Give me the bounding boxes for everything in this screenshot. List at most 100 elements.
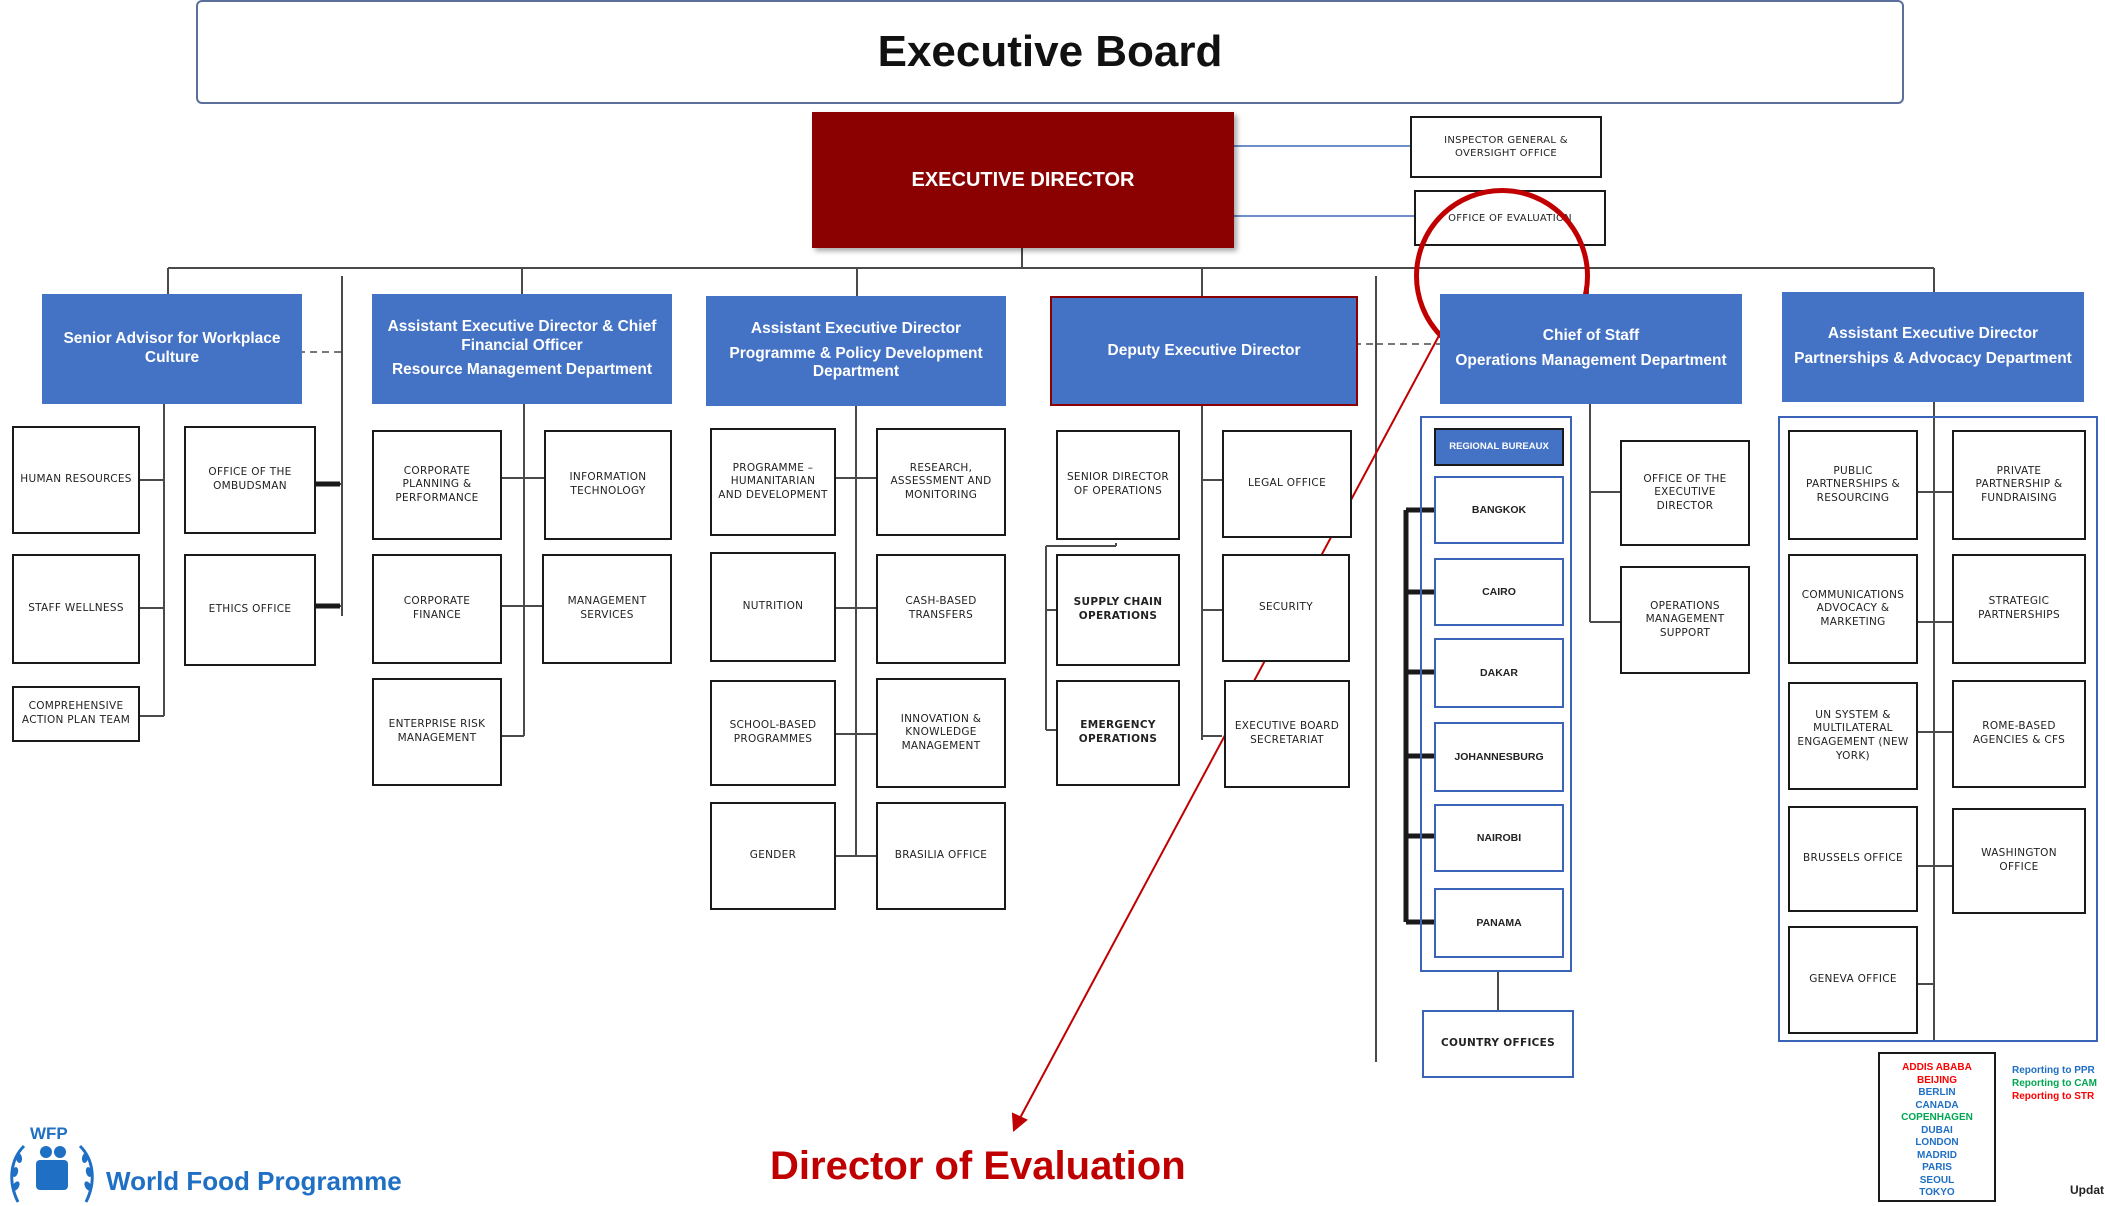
unit-label: UN SYSTEM & MULTILATERAL ENGAGEMENT (NEW… xyxy=(1797,708,1909,762)
inspector-general-label: INSPECTOR GENERAL & OVERSIGHT OFFICE xyxy=(1444,135,1568,159)
unit-nutrition: NUTRITION xyxy=(710,552,836,662)
liaison-offices-list: ADDIS ABABA BEIJING BERLIN CANADA COPENH… xyxy=(1878,1052,1996,1202)
unit-label: INFORMATION TECHNOLOGY xyxy=(569,471,647,497)
wfp-logo: WFP World Food Programme xyxy=(0,1124,402,1204)
bureau-cairo: CAIRO xyxy=(1434,558,1564,626)
unit-brussels-office: BRUSSELS OFFICE xyxy=(1788,806,1918,912)
unit-label: OFFICE OF THE EXECUTIVE DIRECTOR xyxy=(1643,472,1727,512)
head-workplace-culture: Senior Advisor for Workplace Culture xyxy=(42,294,302,404)
unit-brasilia-office: BRASILIA OFFICE xyxy=(876,802,1006,910)
wfp-abbreviation: WFP xyxy=(30,1124,68,1143)
head-deputy-executive-director: Deputy Executive Director xyxy=(1050,296,1358,406)
head-resource-management: Assistant Executive Director & Chief Fin… xyxy=(372,294,672,404)
partnerships-container xyxy=(1778,416,2098,1042)
unit-label: RESEARCH, ASSESSMENT AND MONITORING xyxy=(890,461,992,501)
unit-label: SENIOR DIRECTOR OF OPERATIONS xyxy=(1066,471,1170,497)
unit-label: COMMUNICATIONS ADVOCACY & MARKETING xyxy=(1801,588,1905,628)
unit-label: INNOVATION & KNOWLEDGE MANAGEMENT xyxy=(900,712,982,752)
liaison-office: BERLIN xyxy=(1918,1087,1956,1098)
bureau-nairobi: NAIROBI xyxy=(1434,804,1564,872)
head-rmd-title: Assistant Executive Director & Chief Fin… xyxy=(387,317,657,354)
unit-research-assessment: RESEARCH, ASSESSMENT AND MONITORING xyxy=(876,428,1006,536)
unit-executive-board-secretariat: EXECUTIVE BOARD SECRETARIAT xyxy=(1224,680,1350,788)
regional-bureaux-title-label: REGIONAL BUREAUX xyxy=(1449,441,1549,453)
bureau-bangkok: BANGKOK xyxy=(1434,476,1564,544)
unit-label: ROME-BASED AGENCIES & CFS xyxy=(1972,720,2066,746)
legend-item-cam: Reporting to CAM xyxy=(2012,1078,2097,1089)
unit-public-partnerships: PUBLIC PARTNERSHIPS & RESOURCING xyxy=(1788,430,1918,540)
executive-board: Executive Board xyxy=(196,0,1904,104)
unit-strategic-partnerships: STRATEGIC PARTNERSHIPS xyxy=(1952,554,2086,664)
unit-label: CORPORATE PLANNING & PERFORMANCE xyxy=(395,464,479,504)
head-pad-department: Partnerships & Advocacy Department xyxy=(1794,350,2072,367)
unit-enterprise-risk-management: ENTERPRISE RISK MANAGEMENT xyxy=(372,678,502,786)
unit-label: EXECUTIVE BOARD SECRETARIAT xyxy=(1234,720,1340,746)
bureau-panama: PANAMA xyxy=(1434,888,1564,958)
head-ppd-department: Programme & Policy Development Departmen… xyxy=(729,344,983,381)
unit-label: GENEVA OFFICE xyxy=(1809,973,1897,986)
unit-washington-office: WASHINGTON OFFICE xyxy=(1952,808,2086,914)
liaison-office: SEOUL xyxy=(1919,1174,1955,1186)
unit-ombudsman: OFFICE OF THE OMBUDSMAN xyxy=(184,426,316,534)
unit-label: LEGAL OFFICE xyxy=(1248,477,1326,490)
reporting-legend: Reporting to PPR Reporting to CAM Report… xyxy=(2012,1064,2097,1103)
liaison-office: TOKYO xyxy=(1919,1187,1955,1198)
unit-label: CASH-BASED TRANSFERS xyxy=(905,595,977,621)
liaison-office: ADDIS ABABA xyxy=(1902,1062,1972,1073)
legend-item-str: Reporting to STR xyxy=(2012,1091,2095,1102)
bureau-label: NAIROBI xyxy=(1476,832,1522,844)
unit-human-resources: HUMAN RESOURCES xyxy=(12,426,140,534)
unit-label: GENDER xyxy=(749,849,797,862)
liaison-office: PARIS xyxy=(1922,1162,1952,1173)
unit-comprehensive-action-plan: COMPREHENSIVE ACTION PLAN TEAM xyxy=(12,686,140,742)
unit-label: OFFICE OF THE OMBUDSMAN xyxy=(208,466,292,492)
updated-note: Updat xyxy=(2070,1183,2104,1197)
unit-management-services: MANAGEMENT SERVICES xyxy=(542,554,672,664)
liaison-office: DUBAI xyxy=(1921,1124,1953,1136)
unit-un-system-multilateral: UN SYSTEM & MULTILATERAL ENGAGEMENT (NEW… xyxy=(1788,682,1918,790)
director-of-evaluation-callout: Director of Evaluation xyxy=(770,1144,1186,1188)
liaison-office: MADRID xyxy=(1917,1149,1957,1161)
unit-label: SCHOOL-BASED PROGRAMMES xyxy=(729,719,817,745)
unit-emergency-operations: EMERGENCY OPERATIONS xyxy=(1056,680,1180,786)
liaison-office: BEIJING xyxy=(1916,1074,1957,1086)
bureau-label: DAKAR xyxy=(1480,667,1518,679)
regional-bureaux-title: REGIONAL BUREAUX xyxy=(1434,428,1564,466)
unit-label: BRUSSELS OFFICE xyxy=(1803,852,1903,865)
unit-corporate-planning: CORPORATE PLANNING & PERFORMANCE xyxy=(372,430,502,540)
unit-information-technology: INFORMATION TECHNOLOGY xyxy=(544,430,672,540)
unit-programme-humanitarian: PROGRAMME – HUMANITARIAN AND DEVELOPMENT xyxy=(710,428,836,536)
unit-label: STAFF WELLNESS xyxy=(28,602,124,615)
liaison-office: COPENHAGEN xyxy=(1901,1112,1973,1123)
unit-country-offices: COUNTRY OFFICES xyxy=(1422,1010,1574,1078)
bureau-johannesburg: JOHANNESBURG xyxy=(1434,722,1564,792)
unit-office-executive-director: OFFICE OF THE EXECUTIVE DIRECTOR xyxy=(1620,440,1750,546)
unit-label: ETHICS OFFICE xyxy=(208,603,292,616)
bureau-label: BANGKOK xyxy=(1471,504,1527,516)
unit-private-partnership: PRIVATE PARTNERSHIP & FUNDRAISING xyxy=(1952,430,2086,540)
unit-school-based-programmes: SCHOOL-BASED PROGRAMMES xyxy=(710,680,836,786)
unit-geneva-office: GENEVA OFFICE xyxy=(1788,926,1918,1034)
unit-label: WASHINGTON OFFICE xyxy=(1981,847,2057,873)
bureau-label: CAIRO xyxy=(1482,586,1516,598)
bureau-label: JOHANNESBURG xyxy=(1454,751,1544,763)
unit-senior-director-operations: SENIOR DIRECTOR OF OPERATIONS xyxy=(1056,430,1180,540)
bureau-label: PANAMA xyxy=(1476,917,1522,929)
executive-board-title: Executive Board xyxy=(877,27,1223,76)
unit-label: OPERATIONS MANAGEMENT SUPPORT xyxy=(1645,599,1725,639)
executive-director-box: EXECUTIVE DIRECTOR xyxy=(812,112,1234,248)
unit-cash-based-transfers: CASH-BASED TRANSFERS xyxy=(876,554,1006,664)
unit-label: ENTERPRISE RISK MANAGEMENT xyxy=(388,718,486,744)
head-cos-department: Operations Management Department xyxy=(1455,352,1727,369)
head-rmd-department: Resource Management Department xyxy=(391,361,653,379)
unit-operations-management-support: OPERATIONS MANAGEMENT SUPPORT xyxy=(1620,566,1750,674)
unit-label: BRASILIA OFFICE xyxy=(894,849,988,862)
unit-innovation-knowledge: INNOVATION & KNOWLEDGE MANAGEMENT xyxy=(876,678,1006,788)
head-cos-title: Chief of Staff xyxy=(1542,327,1640,345)
wfp-name: World Food Programme xyxy=(106,1166,402,1196)
unit-security: SECURITY xyxy=(1222,554,1350,662)
unit-corporate-finance: CORPORATE FINANCE xyxy=(372,554,502,664)
unit-ethics-office: ETHICS OFFICE xyxy=(184,554,316,666)
